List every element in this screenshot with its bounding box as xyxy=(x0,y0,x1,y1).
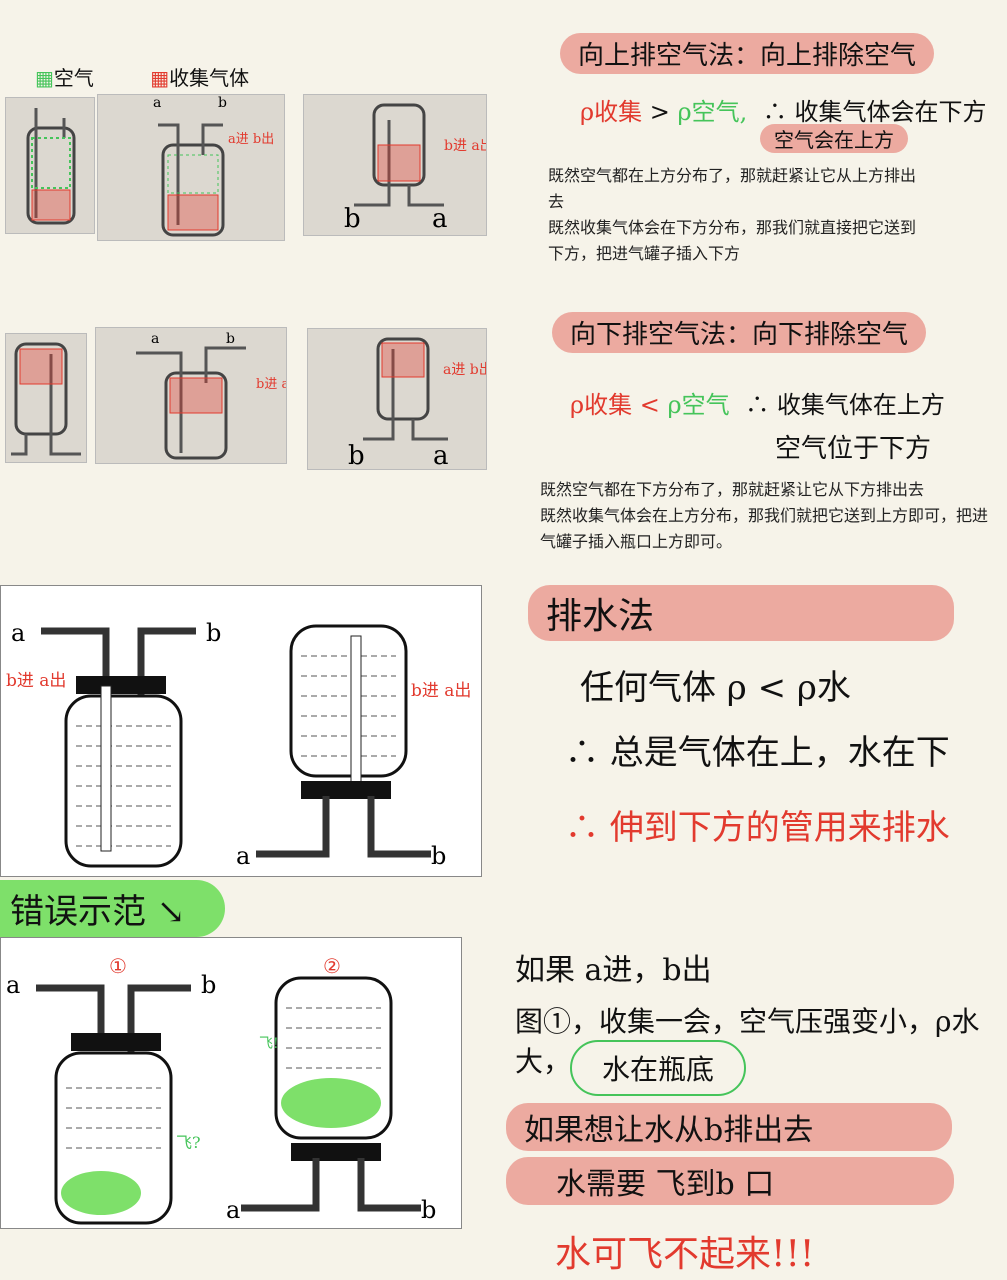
photo-bottle-2: a b a进 b出 xyxy=(97,94,285,241)
photo-bottle-4 xyxy=(5,333,87,463)
label-b-in-a-out: b进 a出 xyxy=(256,377,286,392)
wrong-line2: 图①，收集一会，空气压强变小，ρ水大， xyxy=(515,1005,980,1078)
svg-text:a: a xyxy=(226,1196,240,1224)
svg-text:a: a xyxy=(433,441,449,469)
svg-text:b: b xyxy=(348,441,365,469)
svg-text:飞!: 飞! xyxy=(259,1036,279,1052)
label-a: a xyxy=(432,204,448,234)
label-a: a xyxy=(153,95,161,111)
paragraph: 既然收集气体会在下方分布，那我们就直接把它送到下方，把进气罐子插入下方 xyxy=(548,218,917,263)
svg-text:b进 a出: b进 a出 xyxy=(6,671,66,691)
legend-air: 空气 xyxy=(53,66,94,90)
svg-text:b: b xyxy=(206,619,221,647)
svg-text:b: b xyxy=(421,1196,436,1224)
green-hatch-icon: ▦ xyxy=(35,66,54,90)
photo-bottle-5: a b b进 a出 xyxy=(95,327,302,464)
legend-gas: 收集气体 xyxy=(169,66,250,90)
svg-text:a: a xyxy=(236,842,250,870)
label-b: b xyxy=(218,95,227,111)
svg-text:a: a xyxy=(151,331,159,347)
downward-explanation: 既然空气都在下方分布了，那就赶紧让它从下方排出去 既然收集气体会在上方分布，那我… xyxy=(540,477,995,555)
photo-bottle-1 xyxy=(5,97,95,234)
label-b: b xyxy=(344,204,361,234)
water-line3: ∴ 伸到下方的管用来排水 xyxy=(565,808,950,848)
upward-title: 向上排空气法：向上排除空气 xyxy=(560,33,935,74)
upward-explanation: 既然空气都在上方分布了，那就赶紧让它从上方排出去 既然收集气体会在下方分布，那我… xyxy=(548,163,928,267)
wrong-highlight-2: 水需要 飞到b 口 xyxy=(506,1157,954,1205)
paragraph: 既然收集气体会在上方分布，那我们就把它送到上方即可，把进气罐子插入瓶口上方即可。 xyxy=(540,506,989,551)
legend: ▦空气 ▦收集气体 xyxy=(35,62,249,91)
wrong-highlight-1: 如果想让水从b排出去 xyxy=(506,1103,952,1151)
water-line2: ∴ 总是气体在上，水在下 xyxy=(565,733,950,773)
water-method-diagram: a b b进 a出 a b b进 a出 xyxy=(0,585,482,877)
svg-text:a: a xyxy=(11,619,25,647)
svg-text:①: ① xyxy=(109,954,127,978)
downward-reason2: 空气位于下方 xyxy=(775,434,932,464)
wrong-circled-note: 水在瓶底 xyxy=(570,1040,747,1096)
paragraph: 既然空气都在上方分布了，那就赶紧让它从上方排出去 xyxy=(548,166,917,211)
downward-density: ρ收集 < ρ空气 ∴ 收集气体在上方 xyxy=(570,391,945,419)
label-b-in-a-out: b进 a出 xyxy=(444,138,486,154)
photo-bottle-3: b a b进 a出 xyxy=(303,94,494,236)
wrong-example-diagram: a b ① 飞? ② a b 飞! xyxy=(0,937,462,1229)
upward-reason2: 空气会在上方 xyxy=(760,124,908,153)
wrong-example-title: 错误示范 ↘ xyxy=(0,880,226,937)
svg-text:飞?: 飞? xyxy=(176,1133,201,1152)
photo-bottle-6: b a a进 b出 xyxy=(307,328,493,471)
paragraph: 既然空气都在下方分布了，那就赶紧让它从下方排出去 xyxy=(540,480,925,499)
svg-text:②: ② xyxy=(323,954,341,978)
water-line1: 任何气体 ρ < ρ水 xyxy=(580,668,851,708)
svg-text:a: a xyxy=(6,971,20,999)
wrong-line1: 如果 a进，b出 xyxy=(515,953,712,988)
svg-text:b进 a出: b进 a出 xyxy=(411,681,471,701)
wrong-conclusion: 水可飞不起来!!! xyxy=(555,1234,815,1275)
label-a-in-b-out: a进 b出 xyxy=(443,362,486,378)
upward-density: ρ收集 > ρ空气, ∴ 收集气体会在下方 xyxy=(580,98,987,126)
water-method-title: 排水法 xyxy=(528,585,954,641)
svg-text:b: b xyxy=(431,842,446,870)
red-hatch-icon: ▦ xyxy=(150,66,170,90)
label-a-in-b-out: a进 b出 xyxy=(228,132,274,147)
svg-text:b: b xyxy=(226,331,235,347)
downward-title: 向下排空气法：向下排除空气 xyxy=(552,312,927,353)
svg-text:b: b xyxy=(201,971,216,999)
